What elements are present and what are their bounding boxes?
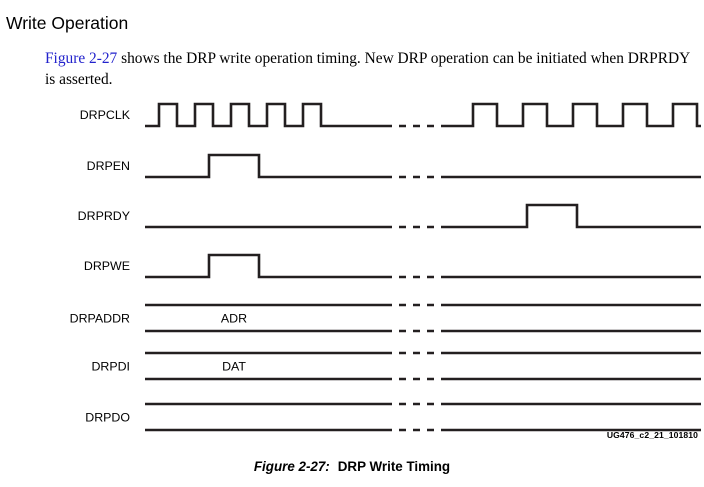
figure-caption-number: Figure 2-27: <box>253 459 330 474</box>
signal-label-drpaddr: DRPADDR <box>70 312 130 326</box>
waveform-segment <box>145 253 385 279</box>
signal-label-drpwe: DRPWE <box>84 259 130 273</box>
intro-paragraph: Figure 2-27 shows the DRP write operatio… <box>45 48 695 90</box>
waveform-segment <box>445 102 701 128</box>
figure-id-stamp: UG476_c2_21_101810 <box>606 430 698 440</box>
signal-label-drprdy: DRPRDY <box>78 209 130 223</box>
page-heading: Write Operation <box>6 12 129 33</box>
figure-cross-reference-link[interactable]: Figure 2-27 <box>45 50 118 68</box>
waveform-segment <box>145 102 385 128</box>
signal-label-drpdi: DRPDI <box>91 360 130 374</box>
bus-value-dat: DAT <box>222 360 246 374</box>
figure-caption: Figure 2-27: DRP Write Timing <box>0 459 704 474</box>
signal-label-drpdo: DRPDO <box>85 411 130 425</box>
waveform-segment <box>445 203 701 229</box>
bus-value-labels-group: ADR DAT <box>221 312 247 374</box>
signal-label-drpen: DRPEN <box>87 159 130 173</box>
intro-paragraph-text: shows the DRP write operation timing. Ne… <box>45 50 690 89</box>
timing-diagram-svg: DRPCLKDRPENDRPRDYDRPWEDRPADDRDRPDIDRPDO … <box>70 102 701 432</box>
signal-labels-group: DRPCLK DRPEN DRPRDY DRPWE DRPADDR DRPDI DRPDO <box>70 108 131 425</box>
bus-value-adr: ADR <box>221 312 247 326</box>
figure-caption-title: DRP Write Timing <box>337 459 451 474</box>
waveform-segment <box>145 153 385 179</box>
signal-label-drpclk: DRPCLK <box>80 108 131 122</box>
signal-waveforms-group <box>145 102 701 432</box>
